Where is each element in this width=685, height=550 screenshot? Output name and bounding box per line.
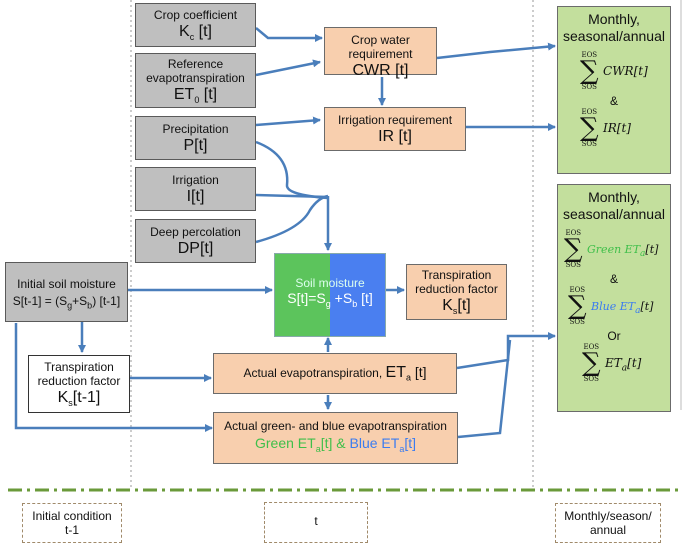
arrow-i-soil: [255, 193, 329, 199]
green-blue-et-formula: Green ETa[t] & Blue ETa[t]: [254, 435, 416, 454]
arrow-gb-out: [457, 339, 512, 439]
arrow-p-soil: [255, 140, 329, 200]
output2-sum-green: EOS∑SOS Green ETa[t]: [564, 229, 659, 269]
output2-or: Or: [607, 329, 621, 343]
precipitation-box: Precipitation P[t]: [135, 116, 256, 160]
ks-symbol: Ks[t]: [442, 297, 471, 317]
deep-percolation-label: Deep percolation: [150, 225, 241, 239]
ks-prev-label-2: reduction factor: [37, 374, 121, 388]
precipitation-label: Precipitation: [162, 122, 229, 136]
footer-time-step: t: [264, 502, 368, 543]
soil-moisture-formula: S[t]=Sg +Sb [t]: [287, 290, 373, 309]
output-cwr-ir-box: Monthly, seasonal/annual EOS∑SOS CWR[t] …: [557, 6, 671, 174]
crop-water-requirement-box: Crop water requirement CWR [t]: [324, 27, 437, 79]
actual-evapotranspiration-box: Actual evapotranspiration, ETa [t]: [213, 353, 457, 394]
output1-title-2: seasonal/annual: [563, 28, 665, 44]
cwr-symbol: CWR [t]: [352, 62, 409, 79]
arrow-kc-cwr: [255, 27, 323, 42]
ks-label-2: reduction factor: [415, 282, 498, 296]
output1-sum-ir: EOS∑SOS IR[t]: [580, 108, 631, 148]
arrow-cwr-out: [436, 42, 556, 60]
deep-percolation-symbol: DP[t]: [177, 240, 214, 257]
reference-et-label-2: evapotranspiration: [146, 71, 245, 85]
ks-prev-symbol: Ks[t-1]: [57, 389, 101, 409]
reference-et-symbol: ET0 [t]: [173, 86, 218, 106]
footer-monthly-season-annual: Monthly/season/ annual: [555, 503, 661, 543]
precipitation-symbol: P[t]: [183, 137, 208, 154]
output-green-blue-et-box: Monthly, seasonal/annual EOS∑SOS Green E…: [557, 184, 671, 412]
irrigation-requirement-box: Irrigation requirement IR [t]: [324, 107, 466, 151]
arrow-p-ir: [255, 116, 321, 127]
output2-sum-blue: EOS∑SOS Blue ETa[t]: [568, 286, 654, 326]
output1-sum-cwr: EOS∑SOS CWR[t]: [580, 51, 648, 91]
output2-amp: &: [609, 272, 618, 286]
initial-soil-moisture-formula: S[t-1] = (Sg+Sb) [t-1]: [12, 294, 121, 311]
arrow-dp-soil: [255, 194, 329, 244]
output1-amp: &: [609, 94, 618, 108]
crop-coefficient-box: Crop coefficient Kc [t]: [135, 3, 256, 47]
initial-soil-moisture-box: Initial soil moisture S[t-1] = (Sg+Sb) […: [5, 262, 128, 322]
footer-initial-condition: Initial condition t-1: [22, 503, 122, 543]
crop-coefficient-label: Crop coefficient: [153, 8, 238, 22]
reference-et-box: Reference evapotranspiration ET0 [t]: [135, 53, 256, 108]
reference-et-label-1: Reference: [167, 57, 224, 71]
output2-sum-eta: EOS∑SOS ETa[t]: [582, 343, 642, 383]
transpiration-reduction-factor-prev-box: Transpiration reduction factor Ks[t-1]: [28, 355, 130, 413]
soil-moisture-box: Soil moisture S[t]=Sg +Sb [t]: [274, 253, 386, 337]
output1-title-1: Monthly,: [588, 11, 640, 27]
irrigation-symbol: I[t]: [186, 188, 205, 205]
ks-label-1: Transpiration: [421, 268, 492, 282]
ir-symbol: IR [t]: [378, 128, 412, 145]
transpiration-reduction-factor-box: Transpiration reduction factor Ks[t]: [406, 264, 507, 320]
irrigation-label: Irrigation: [172, 173, 219, 187]
ks-prev-label-1: Transpiration: [44, 360, 114, 374]
irrigation-box: Irrigation I[t]: [135, 167, 256, 211]
eta-text: Actual evapotranspiration, ETa [t]: [243, 364, 427, 383]
green-blue-et-box: Actual green- and blue evapotranspiratio…: [213, 412, 458, 464]
arrow-init-gb: [14, 323, 213, 432]
initial-soil-moisture-label: Initial soil moisture: [17, 277, 116, 291]
arrow-eta-out: [456, 332, 556, 370]
arrow-et0-cwr: [255, 59, 321, 77]
green-blue-et-label: Actual green- and blue evapotranspiratio…: [224, 419, 447, 433]
output2-title-2: seasonal/annual: [563, 206, 665, 222]
soil-moisture-label: Soil moisture: [295, 276, 365, 290]
cwr-label: Crop water requirement: [348, 33, 413, 61]
output2-title-1: Monthly,: [588, 189, 640, 205]
deep-percolation-box: Deep percolation DP[t]: [135, 219, 256, 263]
ir-label: Irrigation requirement: [337, 113, 453, 127]
crop-coefficient-symbol: Kc [t]: [179, 23, 212, 43]
